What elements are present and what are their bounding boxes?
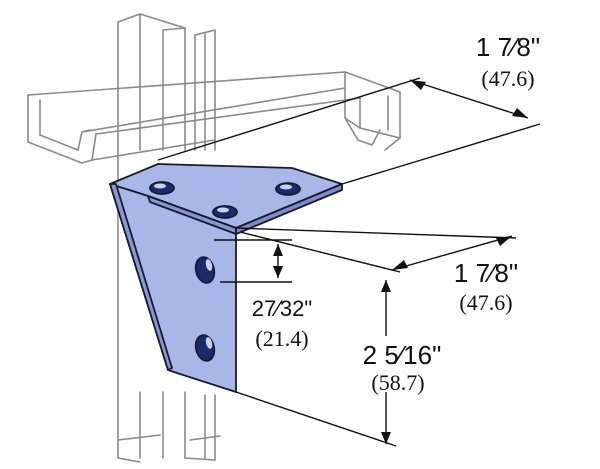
leg-height-metric: (58.7) [371,370,424,395]
dimension-line-leg-width [391,235,513,271]
leg-width-imperial: 1 7⁄8" [454,258,518,288]
extension-line-leg-bottom [235,391,397,447]
hole-spacing-imperial: 27⁄32" [252,296,312,321]
dimension-line-top-width [409,79,529,119]
extension-line-leg-side [239,231,401,273]
bracket-leg-outer-edge [109,183,173,371]
top-width-metric: (47.6) [481,66,534,91]
extension-line-top-front [341,123,541,185]
extension-line-top-back [157,77,421,161]
dimension-arrowheads [273,80,528,444]
top-width-imperial: 1 7⁄8" [476,32,540,62]
leg-width-metric: (47.6) [459,290,512,315]
strut-channel-assembly [27,13,401,463]
extension-line-leg-top [235,227,517,239]
horizontal-strut [27,71,401,164]
hole-spacing-metric: (21.4) [255,326,308,351]
leg-height-imperial: 2 5⁄16" [363,340,442,370]
bracket-thickness-edge [235,183,343,235]
corner-bracket [109,163,343,393]
dimension-labels: 1 7⁄8" (47.6) 1 7⁄8" (47.6) 27⁄32" (21.4… [252,32,540,395]
dimension-lines [157,77,541,447]
vertical-strut [117,13,221,463]
